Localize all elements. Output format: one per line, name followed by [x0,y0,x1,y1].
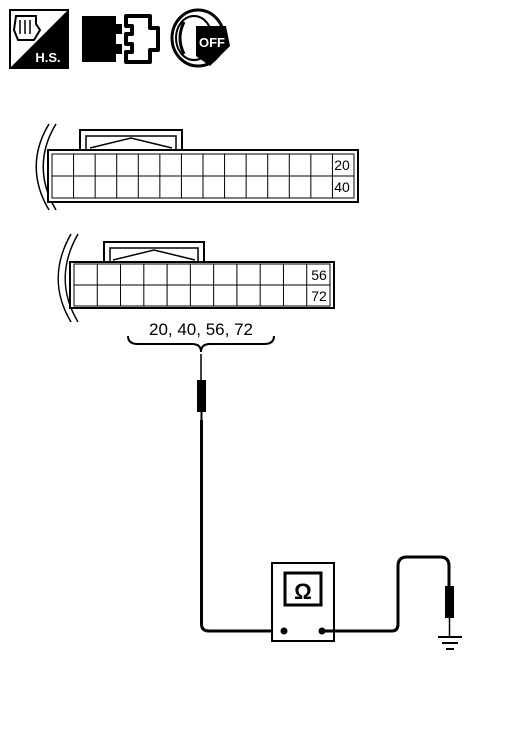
ground-icon [438,636,462,650]
harness-sensor-label: H.S. [35,50,60,65]
ignition-off-label: OFF [199,35,225,50]
probe-left [197,354,206,420]
probe-right [445,586,454,636]
terminals-brace [127,335,275,353]
connector-2: 56 72 [57,233,335,323]
connector-1: 20 40 [35,123,359,211]
connector-1-pin-40: 40 [334,179,350,195]
connector-2-pin-72: 72 [311,288,327,304]
connector-1-pin-20: 20 [334,157,350,173]
connector-disconnect-icon [82,14,160,64]
terminals-label: 20, 40, 56, 72 [149,320,253,339]
ohm-symbol: Ω [294,579,312,604]
ignition-switch-off-icon: OFF [170,8,230,68]
lead-right [322,555,451,633]
connector-2-pin-56: 56 [311,267,327,283]
ohmmeter-icon: Ω [271,562,335,642]
harness-sensor-icon: H.S. [9,9,69,69]
lead-left [200,420,284,633]
